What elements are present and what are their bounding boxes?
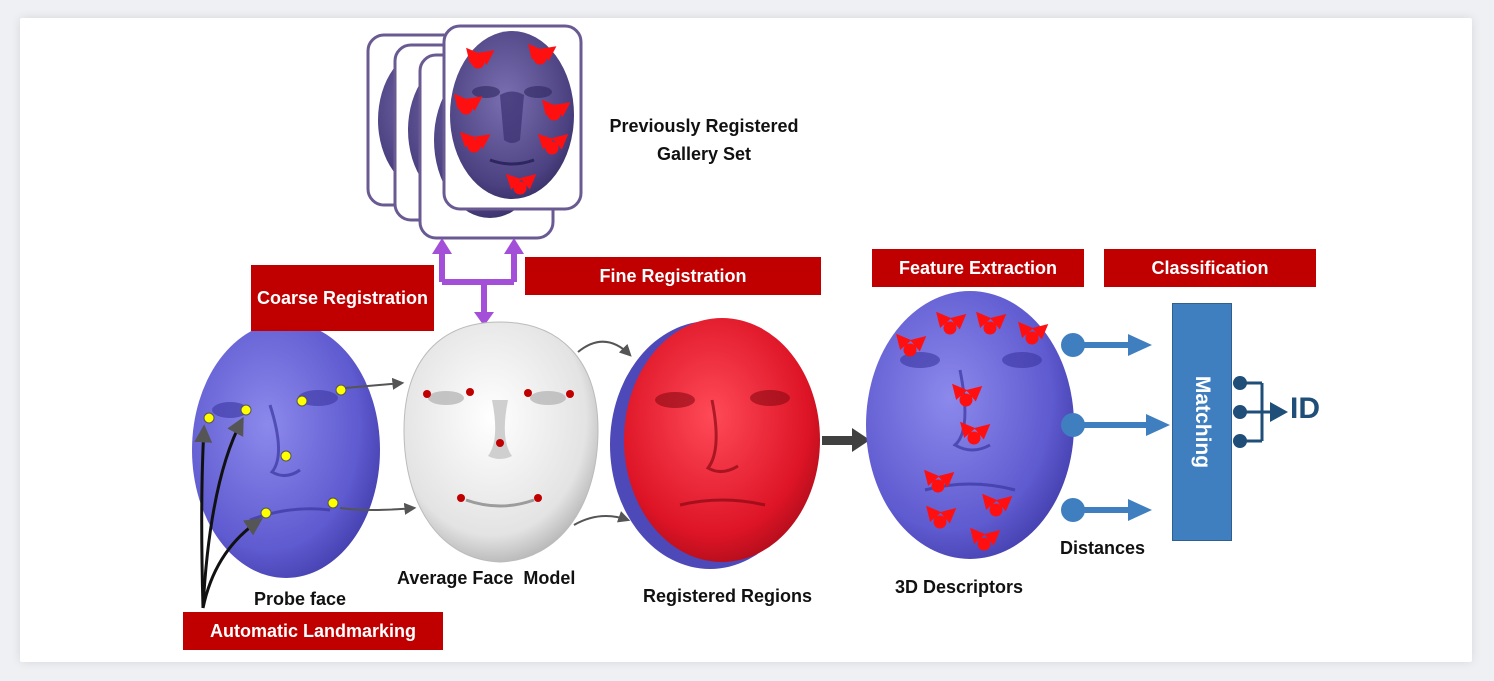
gallery-caption-line1: Previously Registered (609, 116, 799, 136)
keypoint-icon (1018, 321, 1049, 345)
keypoint-icon (952, 383, 983, 407)
keypoint-icon (982, 493, 1013, 517)
descriptors-caption: 3D Descriptors (895, 577, 1024, 597)
keypoint-icon (542, 99, 571, 121)
landmark-dot (296, 395, 308, 407)
landmark-dot (203, 412, 215, 424)
distance-arrow (1061, 333, 1152, 357)
registered-regions-caption: Registered Regions (643, 586, 813, 606)
landmark-dot (566, 390, 574, 398)
landmark-dot (496, 439, 504, 447)
keypoint-icon (466, 47, 495, 69)
probe-face-caption: Probe face (254, 589, 347, 609)
id-output-label: ID (1290, 392, 1320, 425)
matching-block: Matching (1172, 303, 1232, 541)
keypoint-icon (537, 133, 569, 155)
distance-arrow (1061, 498, 1152, 522)
probe-landmarks (203, 384, 347, 519)
landmark-dot (280, 450, 292, 462)
landmark-dot (260, 507, 272, 519)
landmark-dot (466, 388, 474, 396)
keypoint-icon (459, 131, 491, 153)
distances-caption: Distances (1060, 538, 1146, 558)
keypoint-icon (528, 43, 557, 65)
registered-regions-face (610, 318, 820, 569)
probe-face (192, 322, 380, 578)
matching-label: Matching (1191, 375, 1215, 469)
distance-arrows (1061, 333, 1170, 522)
classification-label: Classification (1104, 249, 1316, 287)
probe-to-model-arrows (339, 377, 417, 515)
descriptor-keypoints (896, 311, 1049, 551)
registered-to-descriptors-arrow (822, 428, 870, 452)
landmark-dot (423, 390, 431, 398)
gallery-connector-arrow (439, 252, 517, 318)
keypoint-icon (505, 173, 537, 195)
keypoint-icon (924, 469, 955, 493)
descriptor-face (866, 291, 1074, 559)
feature-extraction-label: Feature Extraction (872, 249, 1084, 287)
gallery-keypoints (454, 43, 571, 195)
keypoint-icon (976, 311, 1007, 335)
keypoint-icon (936, 311, 967, 335)
gallery-connector-heads (432, 238, 524, 326)
model-to-registered-arrows (573, 340, 632, 526)
model-landmarks (423, 388, 574, 502)
average-face-model-caption: Average Face Model (397, 568, 576, 588)
landmark-dot (524, 389, 532, 397)
fine-registration-label: Fine Registration (525, 257, 821, 295)
distance-arrow (1061, 413, 1170, 437)
landmarking-arrows (194, 416, 263, 609)
gallery-card-front (442, 24, 583, 211)
keypoint-icon (960, 421, 991, 445)
automatic-landmarking-label: Automatic Landmarking (183, 612, 443, 650)
keypoint-icon (926, 505, 957, 529)
keypoint-icon (454, 93, 483, 115)
gallery-caption-line2: Gallery Set (656, 144, 752, 164)
keypoint-icon (896, 333, 927, 357)
landmark-dot (240, 404, 252, 416)
gallery-set-caption: Previously Registered Gallery Set (598, 112, 810, 168)
landmark-dot (457, 494, 465, 502)
landmark-dot (335, 384, 347, 396)
coarse-registration-label: Coarse Registration (251, 265, 434, 331)
keypoint-icon (970, 527, 1001, 551)
matching-output-connector (1233, 376, 1288, 448)
landmark-dot (327, 497, 339, 509)
landmark-dot (534, 494, 542, 502)
